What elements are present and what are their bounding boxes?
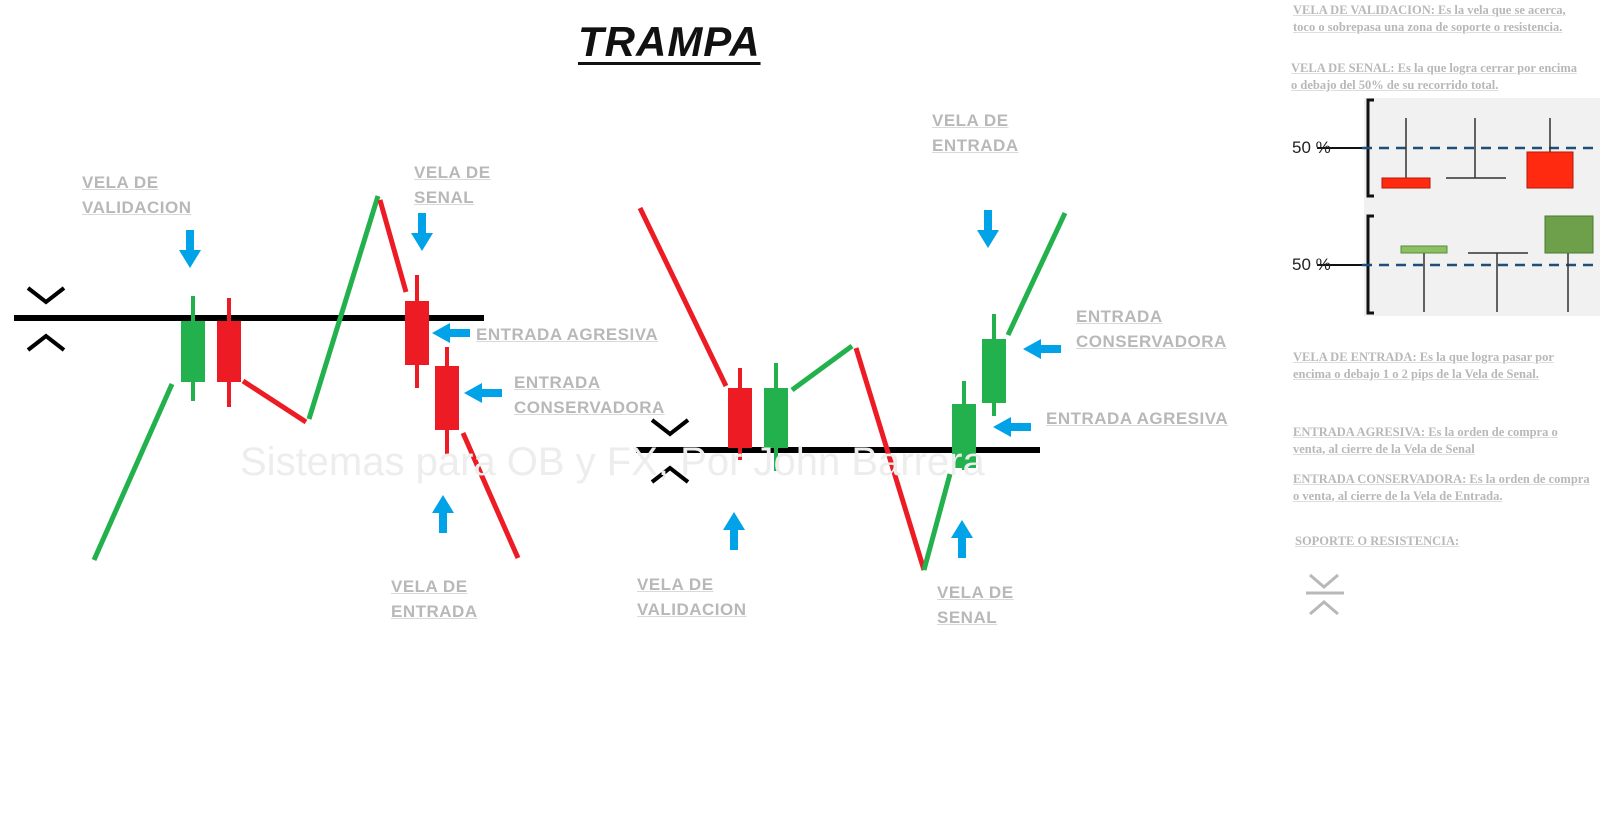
legend-bearish-illustration — [1317, 98, 1600, 218]
fifty-percent-label-top: 50 % — [1292, 138, 1331, 157]
price-path-down-r1 — [637, 206, 729, 388]
validation-label-right: VELA DE VALIDACION — [637, 575, 747, 619]
legend-sr-glyph — [1306, 573, 1344, 616]
aggressive-entry-label-right: ENTRADA AGRESIVA — [1046, 409, 1229, 428]
sr-glyph-left — [26, 286, 66, 352]
left-scenario — [14, 195, 521, 562]
conservative-entry-label-left: ENTRADA CONSERVADORA — [514, 373, 665, 417]
price-path-up-2 — [306, 195, 381, 420]
arrow-left-aggressive-left — [432, 323, 470, 343]
arrow-left-conservative-left — [464, 383, 502, 403]
signal-candle-right — [952, 381, 976, 470]
price-path-up-r3 — [1005, 211, 1068, 337]
fifty-percent-label-bottom: 50 % — [1292, 255, 1331, 274]
legend-conservative-definition: ENTRADA CONSERVADORA: Es la orden de com… — [1293, 472, 1590, 503]
price-path-down-1 — [241, 378, 308, 425]
legend-signal-definition: VELA DE SENAL: Es la que logra cerrar po… — [1291, 61, 1577, 92]
validation-candle-left — [181, 296, 205, 401]
signal-candle-left — [405, 275, 429, 388]
price-path-up-r2 — [921, 473, 953, 571]
arrow-down-entry-right — [977, 210, 999, 248]
entry-label-right: VELA DE ENTRADA — [932, 111, 1019, 155]
arrow-up-entry-left — [432, 495, 454, 533]
price-path-down-2 — [377, 199, 409, 293]
price-path-up-1 — [91, 382, 175, 562]
arrow-left-aggressive-right — [993, 417, 1031, 437]
entry-label-left: VELA DE ENTRADA — [391, 577, 478, 621]
legend-entry-definition: VELA DE ENTRADA: Es la que logra pasar p… — [1293, 350, 1554, 381]
entry-candle-left — [435, 347, 459, 454]
green-candle-right-1 — [764, 363, 788, 471]
signal-label-left: VELA DE SENAL — [414, 163, 491, 207]
signal-label-right: VELA DE SENAL — [937, 583, 1014, 627]
conservative-entry-label-right: ENTRADA CONSERVADORA — [1076, 307, 1227, 351]
aggressive-entry-label-left: ENTRADA AGRESIVA — [476, 325, 659, 344]
legend-bullish-illustration — [1317, 214, 1600, 316]
arrow-down-validation-left — [179, 230, 201, 268]
legend-validation-definition: VELA DE VALIDACION: Es la vela que se ac… — [1293, 3, 1566, 34]
price-path-up-r1 — [790, 343, 854, 393]
right-scenario — [636, 206, 1068, 571]
red-candle-left-1 — [217, 298, 241, 407]
arrow-left-conservative-right — [1023, 339, 1061, 359]
legend-support-resistance-definition: SOPORTE O RESISTENCIA: — [1295, 534, 1460, 548]
diagram-title: TRAMPA — [578, 18, 761, 65]
arrow-up-signal-right — [951, 520, 973, 558]
arrow-up-validation-right — [723, 512, 745, 550]
watermark: Sistemas para OB y FX, Por John Barrera — [240, 440, 985, 484]
price-path-down-3 — [460, 431, 521, 560]
sr-glyph-right — [650, 418, 690, 484]
legend-aggressive-definition: ENTRADA AGRESIVA: Es la orden de compra … — [1293, 425, 1558, 456]
validation-label-left: VELA DE VALIDACION — [82, 173, 192, 217]
price-path-down-r2 — [853, 347, 927, 571]
arrow-down-signal-left — [411, 213, 433, 251]
validation-candle-right — [728, 368, 752, 460]
entry-candle-right — [982, 314, 1006, 416]
